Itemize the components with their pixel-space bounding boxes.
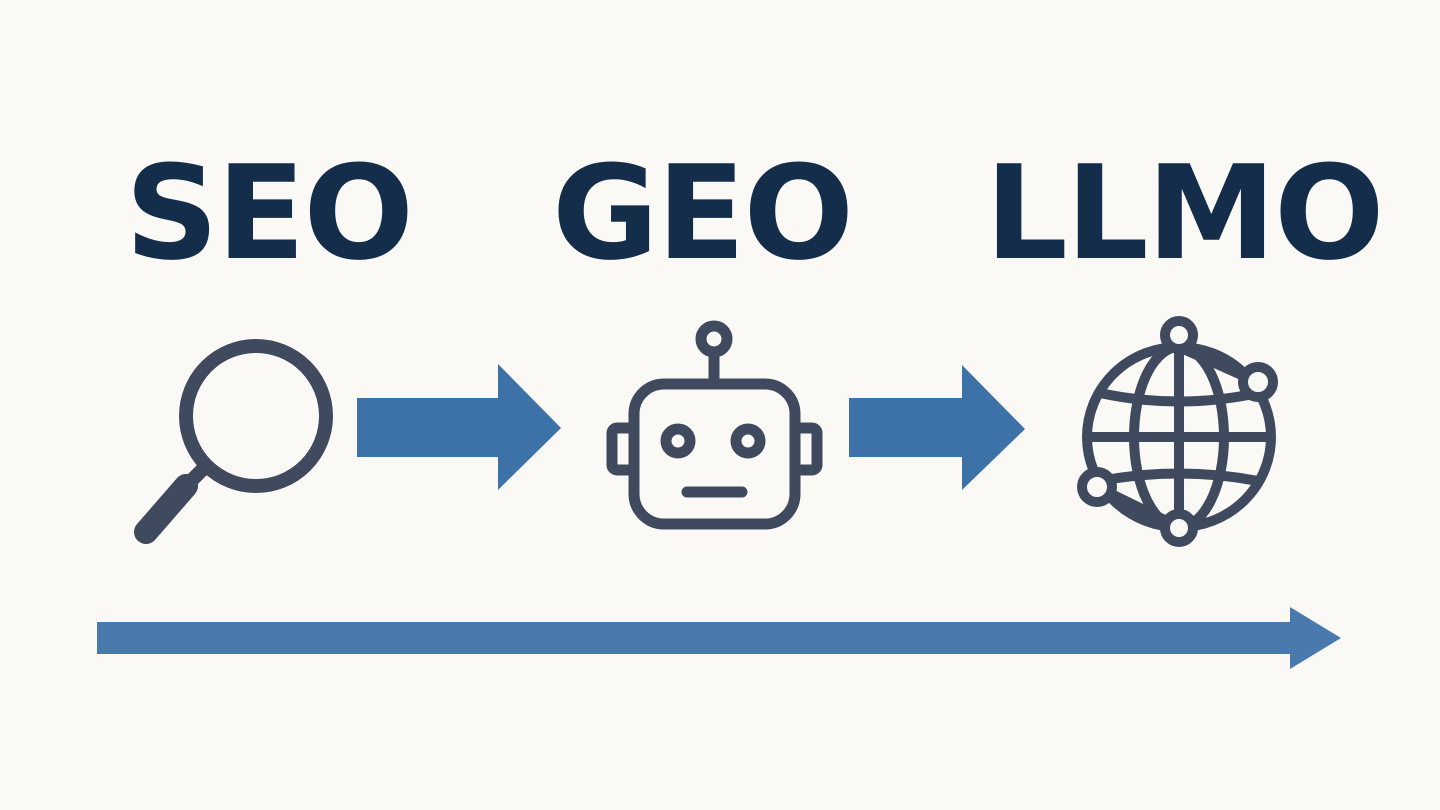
arrow-right-1 [357, 364, 561, 490]
arrow-right-2 [849, 365, 1025, 490]
magnifying-glass-icon [134, 339, 333, 544]
stage-label-geo: GEO [552, 137, 854, 289]
stage-label-llmo: LLMO [985, 137, 1385, 289]
globe-network-icon [1077, 316, 1278, 547]
timeline-arrow [97, 607, 1341, 669]
stage-label-seo: SEO [125, 137, 414, 289]
robot-icon [606, 320, 823, 530]
